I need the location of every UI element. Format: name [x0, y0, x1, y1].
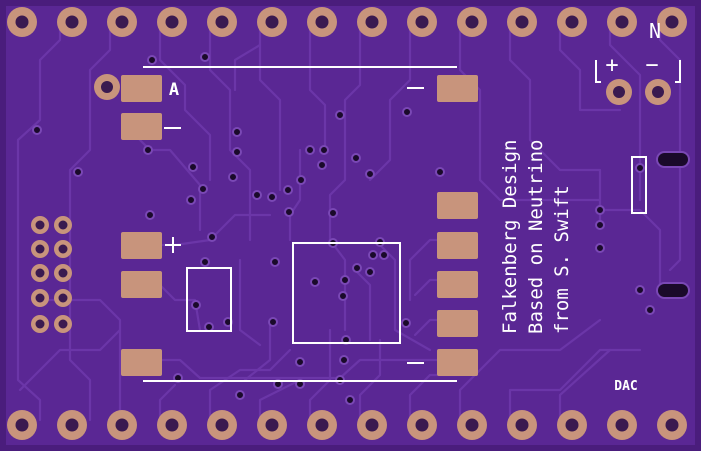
a-label: A: [169, 80, 179, 100]
plus-label: +: [605, 53, 618, 78]
left-2x5-header: [31, 216, 72, 333]
slotted-pads: [656, 151, 690, 299]
power-pin-plus: [606, 79, 632, 105]
silkscreen-text: + − N A DAC Falkenberg Design Based on N…: [169, 19, 661, 394]
power-pin-minus: [645, 79, 671, 105]
mounting-pad-left: [94, 74, 120, 100]
smd-pads: [121, 75, 478, 376]
minus-label: −: [645, 53, 658, 78]
credit-line-1: Falkenberg Design: [499, 140, 521, 334]
bottom-header-pins: [7, 410, 687, 440]
soldermask-area: [6, 6, 695, 445]
top-header-pins: [7, 7, 687, 37]
vias: [32, 52, 655, 405]
copper-traces: [16, 20, 682, 422]
dac-label: DAC: [614, 379, 637, 394]
credit-line-3: from S. Swift: [551, 185, 573, 334]
silkscreen-outlines: [143, 60, 681, 382]
credit-line-2: Based on Neutrino: [525, 140, 547, 334]
corner-mark: N: [649, 19, 661, 43]
